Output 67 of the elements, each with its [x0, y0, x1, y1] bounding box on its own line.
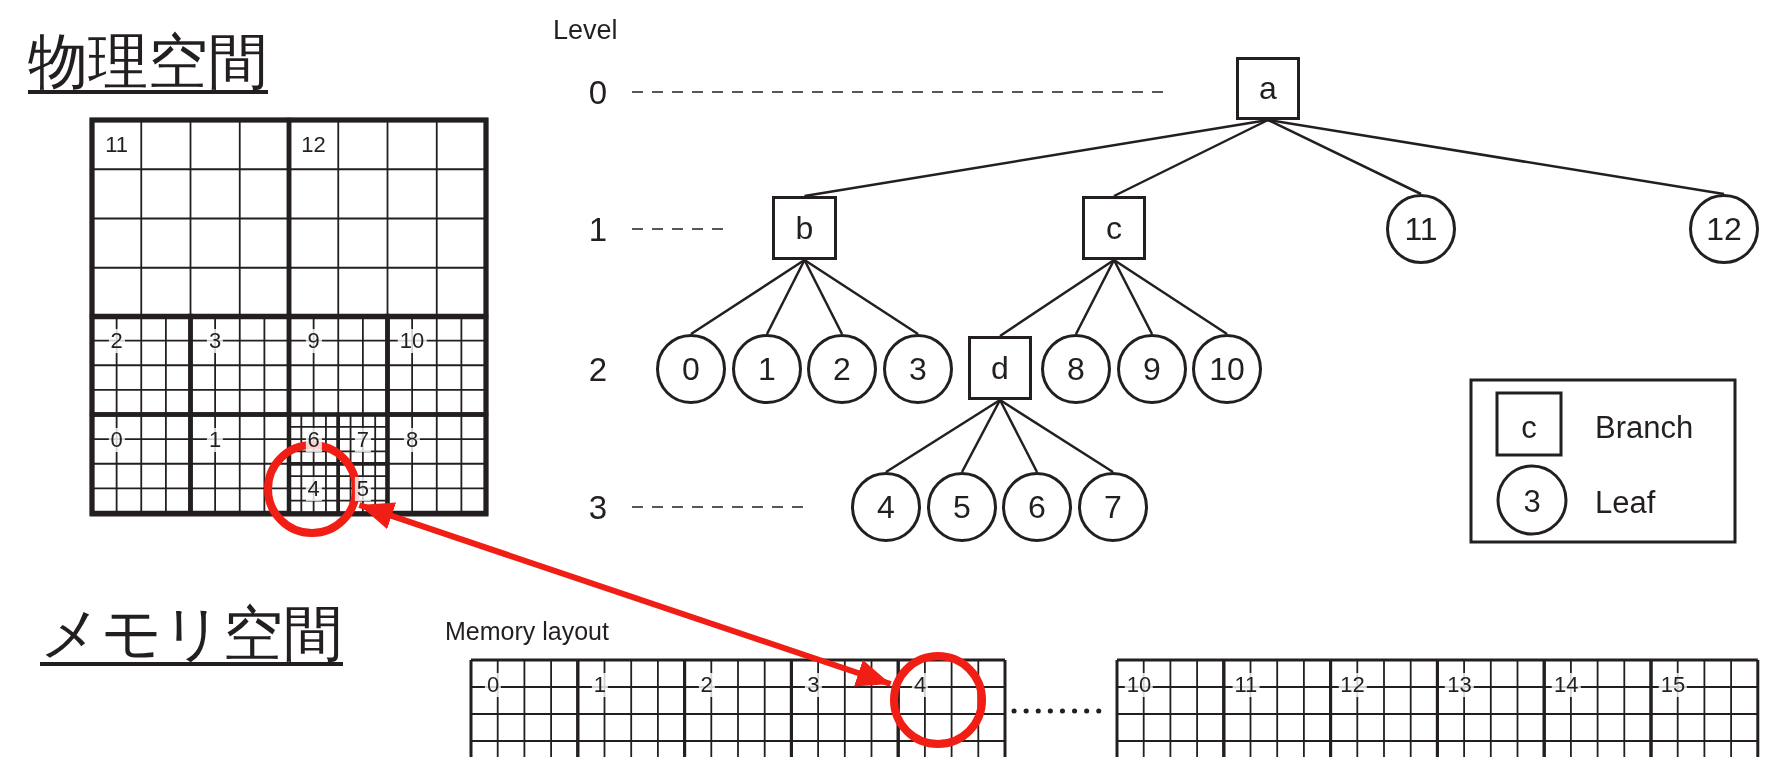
- tree-edge: [690, 258, 806, 336]
- level-number: 0: [588, 75, 608, 109]
- level-number: 1: [588, 212, 608, 246]
- legend-sample-number: 3: [1523, 485, 1541, 517]
- block-number: 9: [305, 329, 322, 353]
- tree-edge: [803, 258, 919, 336]
- tree-edge: [1112, 259, 1154, 335]
- leaf-node: 11: [1386, 194, 1456, 264]
- tree-edge: [999, 398, 1114, 474]
- block-number: 13: [1445, 673, 1474, 697]
- block-number: 0: [108, 427, 125, 452]
- block-number: 1: [206, 427, 224, 452]
- legend-label: Leaf: [1595, 486, 1656, 518]
- heading: 物理空間: [28, 32, 268, 97]
- block-number: 1: [591, 673, 608, 697]
- tree-edge: [1074, 259, 1116, 335]
- leaf-node: 4: [851, 472, 921, 542]
- block-number: 4: [305, 476, 322, 501]
- block-number: 2: [698, 673, 715, 697]
- block-number: 7: [354, 427, 371, 452]
- tree-edge: [999, 258, 1115, 338]
- level-number: 3: [588, 490, 608, 524]
- leaf-node: 3: [883, 334, 953, 404]
- branch-node: b: [772, 196, 837, 260]
- branch-node: d: [968, 336, 1032, 400]
- block-number: 15: [1658, 673, 1688, 697]
- block-number: 0: [484, 673, 502, 697]
- branch-node: c: [1082, 196, 1146, 260]
- block-number: 8: [403, 427, 421, 452]
- block-number: 5: [354, 476, 371, 501]
- block-number: 6: [305, 427, 322, 452]
- tree-edge: [1267, 118, 1725, 196]
- block-number: 14: [1551, 673, 1581, 697]
- block-number: 3: [805, 673, 822, 697]
- leaf-node: 10: [1192, 334, 1262, 404]
- double-arrow: [358, 502, 892, 687]
- tree-edge: [803, 259, 844, 335]
- tree-edge: [998, 399, 1039, 473]
- branch-node: a: [1236, 57, 1300, 120]
- leaf-node: 9: [1117, 334, 1187, 404]
- tree-edge: [1267, 118, 1422, 196]
- legend-sample-letter: c: [1521, 411, 1537, 443]
- block-number: 4: [912, 673, 929, 697]
- tree-edge: [885, 398, 1001, 474]
- leaf-node: 5: [927, 472, 997, 542]
- leaf-node: 2: [807, 334, 877, 404]
- legend-label: Branch: [1595, 411, 1694, 443]
- block-number: 3: [206, 329, 224, 353]
- leaf-node: 6: [1002, 472, 1072, 542]
- leaf-node: 1: [732, 334, 802, 404]
- tree-edge: [960, 399, 1002, 473]
- tree-edge: [1113, 118, 1269, 198]
- level-number: 2: [588, 352, 608, 386]
- block-number: 2: [108, 329, 125, 353]
- leaf-node: 12: [1689, 194, 1759, 264]
- axis-title: Memory layout: [445, 619, 609, 644]
- leaf-node: 8: [1041, 334, 1111, 404]
- block-number: 10: [397, 329, 427, 353]
- heading: メモリ空間: [40, 604, 343, 669]
- leaf-node: 7: [1078, 472, 1148, 542]
- axis-title: Level: [553, 17, 618, 44]
- block-number: 12: [1338, 673, 1367, 697]
- block-number: 10: [1124, 673, 1154, 697]
- leaf-node: 0: [656, 334, 726, 404]
- tree-edge: [765, 259, 806, 335]
- tree-edge: [1113, 258, 1228, 336]
- block-number: 11: [1232, 673, 1260, 697]
